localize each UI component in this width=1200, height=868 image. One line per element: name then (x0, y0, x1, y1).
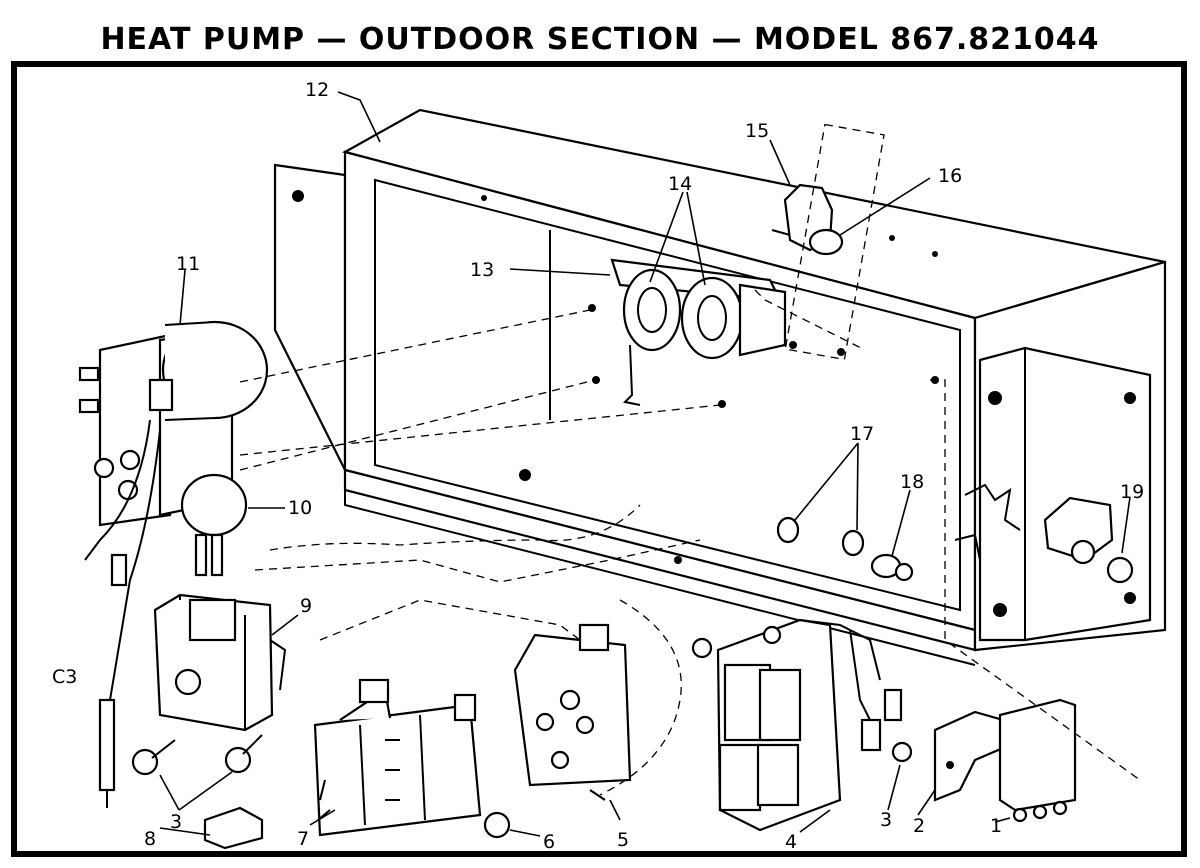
callout-6: 6 (543, 831, 555, 853)
thermostat-switch (771, 123, 885, 361)
start-capacitor (180, 473, 248, 577)
relay (998, 698, 1077, 823)
callout-2: 2 (913, 815, 925, 837)
callout-5: 5 (617, 829, 629, 851)
callout-leaders (159, 91, 1131, 837)
transformer (313, 678, 482, 837)
circuit-breaker (691, 618, 903, 832)
callout-7: 7 (297, 828, 309, 850)
relay-bracket (891, 710, 1012, 802)
callout-13: 13 (470, 259, 494, 281)
callout-c3: C3 (52, 666, 77, 688)
sensor-probe (98, 698, 116, 808)
callout-19: 19 (1120, 481, 1144, 503)
mounting-screws (131, 734, 264, 850)
contactor (513, 623, 632, 801)
run-capacitor (78, 320, 269, 701)
callout-10: 10 (288, 497, 312, 519)
callout-4: 4 (785, 831, 797, 853)
callout-8: 8 (144, 828, 156, 850)
fuse-holders (776, 496, 1134, 584)
callout-14: 14 (668, 173, 692, 195)
callout-1: 1 (990, 815, 1002, 837)
callout-3-right: 3 (880, 809, 892, 831)
callout-3-left: 3 (170, 811, 182, 833)
hex-nut (483, 811, 511, 839)
callout-16: 16 (938, 165, 962, 187)
assembly-guide-lines (239, 289, 1141, 796)
callout-15: 15 (745, 120, 769, 142)
diagram-frame (11, 61, 1187, 857)
defrost-timer (153, 593, 287, 732)
diagram-title: HEAT PUMP — OUTDOOR SECTION — MODEL 867.… (100, 22, 1100, 57)
callout-18: 18 (900, 471, 924, 493)
control-box-housing (273, 108, 1167, 666)
callout-9: 9 (300, 595, 312, 617)
callout-11: 11 (176, 253, 200, 275)
callout-12: 12 (305, 79, 329, 101)
callout-17: 17 (850, 423, 874, 445)
